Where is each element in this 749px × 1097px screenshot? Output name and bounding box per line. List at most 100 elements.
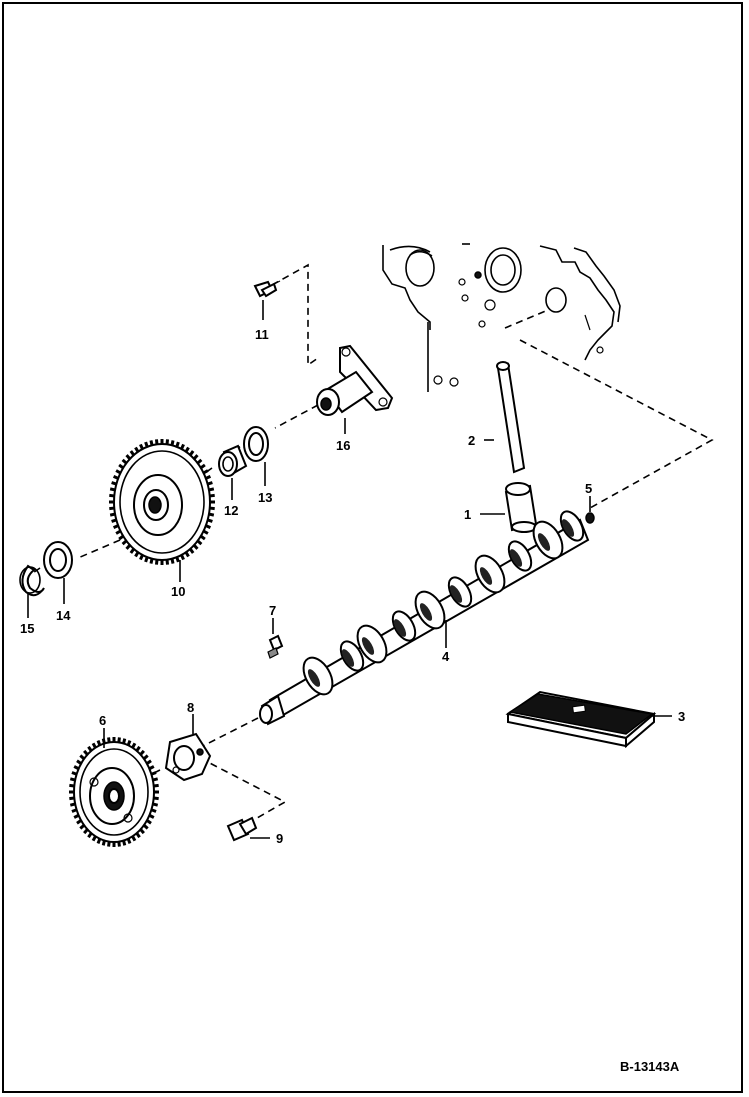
gear-tooth — [193, 454, 199, 460]
cam-shading — [537, 533, 551, 551]
gear-tooth — [207, 481, 213, 486]
gear-tooth — [148, 765, 155, 771]
thrust-plate-8 — [164, 732, 212, 782]
gear-tooth — [109, 512, 116, 517]
gear-tooth — [69, 802, 76, 807]
cam-journal — [474, 554, 506, 594]
cam-shading — [479, 567, 493, 585]
callout-9: 9 — [276, 831, 283, 846]
callout-4: 4 — [442, 649, 450, 664]
callout-15: 15 — [20, 621, 34, 636]
gear-tooth — [142, 754, 149, 760]
gear-tooth — [184, 551, 190, 558]
gear-tooth — [118, 534, 125, 541]
gear-tooth — [165, 439, 170, 445]
callout-16: 16 — [336, 438, 350, 453]
gear-tooth — [87, 745, 93, 752]
gear-tooth — [170, 558, 175, 564]
gear-tooth — [101, 840, 106, 846]
gear-tooth — [122, 738, 127, 744]
gear-tooth — [91, 742, 97, 749]
cam-shading — [307, 669, 321, 687]
gear-tooth — [207, 518, 213, 523]
gear-tooth — [76, 759, 82, 765]
cam-journal — [414, 590, 446, 630]
gear-tooth — [83, 749, 89, 756]
cam-journal — [532, 520, 564, 560]
gear-tooth — [154, 439, 159, 445]
gear-tooth — [111, 481, 117, 486]
gear-tooth — [144, 441, 149, 448]
gear-tooth — [129, 548, 135, 554]
callout-14: 14 — [56, 608, 71, 623]
washer-14 — [43, 541, 73, 579]
gear-tooth — [126, 838, 132, 844]
gear-tooth — [129, 450, 135, 456]
gear-tooth — [111, 518, 117, 523]
gear-tooth — [175, 441, 180, 448]
gear-tooth — [205, 475, 212, 480]
gear-tooth — [125, 454, 131, 460]
gear-tooth — [115, 469, 122, 475]
gear-tooth — [69, 783, 75, 788]
gear-tooth — [165, 559, 170, 565]
gear-tooth — [117, 737, 121, 743]
callout-3: 3 — [678, 709, 685, 724]
gear-tooth — [79, 754, 86, 760]
gear-tooth — [150, 808, 157, 813]
cam-shading — [361, 637, 375, 655]
gear-tooth — [134, 446, 140, 453]
gear-tooth — [107, 841, 111, 847]
gear-tooth — [96, 740, 102, 746]
gear-tooth — [170, 440, 175, 446]
gear-tooth — [115, 529, 122, 535]
callout-13: 13 — [258, 490, 272, 505]
gear-tooth — [208, 487, 215, 492]
bolt-11 — [253, 280, 281, 298]
cam-lobe — [507, 540, 533, 572]
gear-tooth — [109, 493, 115, 498]
woodruff-key-7 — [267, 634, 284, 659]
gear-tooth — [152, 777, 159, 782]
gear-tooth — [131, 835, 137, 842]
cam-gear-6 — [69, 737, 159, 847]
push-rod-2 — [496, 361, 526, 474]
gear-tooth — [107, 737, 111, 743]
callout-5: 5 — [585, 481, 592, 496]
gear-tooth — [125, 544, 131, 550]
gear-tooth — [71, 808, 78, 813]
gear-tooth — [122, 840, 127, 846]
cam-journal — [302, 656, 334, 696]
callout-6: 6 — [99, 713, 106, 728]
gear-tooth — [153, 783, 159, 788]
gear-tooth — [199, 534, 206, 541]
gear-tooth — [146, 759, 152, 765]
gear-tooth — [189, 450, 195, 456]
cam-shading — [341, 649, 355, 667]
gear-tooth — [121, 458, 128, 465]
gear-tooth — [146, 819, 152, 825]
gasket-kit-3 — [505, 690, 657, 749]
gear-tooth — [71, 771, 78, 776]
snap-ring-15 — [19, 564, 45, 597]
gear-tooth — [91, 835, 97, 842]
gear-tooth — [139, 749, 145, 756]
gear-tooth — [131, 742, 137, 749]
tappet-1 — [504, 482, 538, 533]
cam-shading — [419, 603, 433, 621]
gear-tooth — [79, 824, 86, 830]
gear-tooth — [180, 554, 185, 561]
gear-tooth — [209, 493, 215, 498]
gear-tooth — [126, 740, 132, 746]
gear-tooth — [208, 512, 215, 517]
cam-shading — [449, 585, 463, 603]
gear-tooth — [196, 539, 203, 546]
idler-gear-10 — [109, 439, 215, 565]
gear-tooth — [69, 796, 75, 801]
gear-tooth — [135, 832, 141, 839]
callout-1: 1 — [464, 507, 471, 522]
idler-shaft-plate-16 — [316, 344, 394, 416]
cam-journal — [356, 624, 388, 664]
